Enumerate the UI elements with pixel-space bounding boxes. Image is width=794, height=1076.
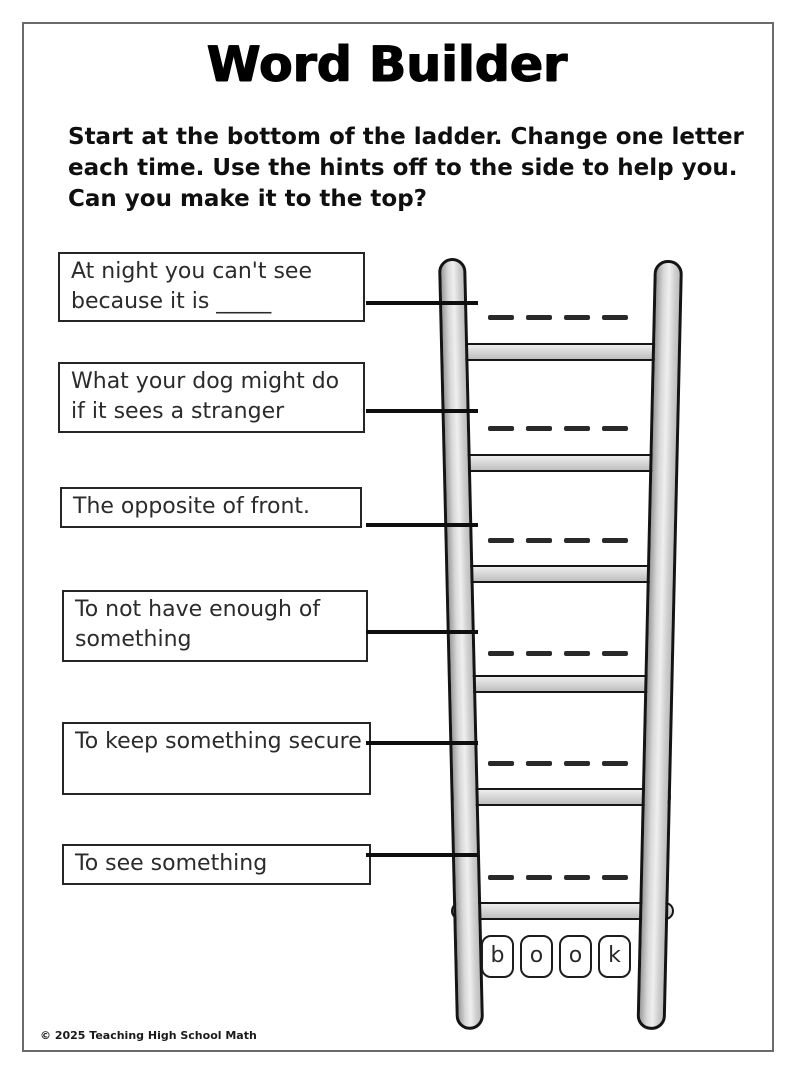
answer-dash [564,426,590,431]
answer-dash [488,761,514,766]
hint-text: To keep something secure [75,729,362,754]
answer-dash [564,875,590,880]
answer-dash [602,875,628,880]
answer-dash [602,538,628,543]
answer-dash [488,875,514,880]
letter-tile: o [520,935,553,978]
hint-box-4: To not have enough of something [62,590,368,662]
hint-box-2: What your dog might do if it sees a stra… [58,362,365,433]
start-word-tiles: b o o k [481,935,631,978]
answer-dash [526,538,552,543]
answer-dash [602,426,628,431]
ladder-rung [456,565,666,583]
answer-slot-5[interactable] [488,761,628,766]
hint-box-3: The opposite of front. [60,487,362,528]
answer-slot-2[interactable] [488,426,628,431]
hint-connector-line [366,523,478,527]
instructions-line: each time. Use the hints off to the side… [68,155,738,181]
answer-dash [488,651,514,656]
hint-connector-line [366,630,478,634]
answer-dash [488,426,514,431]
hint-text: The opposite of front. [73,494,311,519]
hint-connector-line [366,741,478,745]
answer-dash [526,315,552,320]
hint-text: To not have enough of something [75,597,321,652]
hint-box-1: At night you can't see because it is ___… [58,252,365,322]
hint-connector-line [366,301,478,305]
answer-dash [526,761,552,766]
hint-box-5: To keep something secure [62,722,371,795]
answer-dash [526,426,552,431]
ladder-rung [453,788,671,806]
hint-box-6: To see something [62,844,371,885]
hint-text: To see something [75,851,268,876]
answer-dash [488,315,514,320]
ladder-rung [451,902,674,920]
answer-dash [564,315,590,320]
hint-connector-line [366,853,478,857]
answer-dash [526,651,552,656]
answer-dash [564,538,590,543]
answer-dash [602,315,628,320]
hint-connector-line [366,409,478,413]
letter-tile: b [481,935,514,978]
instructions-line: Start at the bottom of the ladder. Chang… [68,124,744,150]
answer-slot-4[interactable] [488,651,628,656]
ladder-rung [459,343,661,361]
hint-text: At night you can't see because it is ___… [71,259,313,314]
answer-dash [602,651,628,656]
letter-tile: o [559,935,592,978]
answer-slot-3[interactable] [488,538,628,543]
answer-dash [488,538,514,543]
answer-dash [526,875,552,880]
answer-dash [564,761,590,766]
copyright-text: © 2025 Teaching High School Math [40,1029,257,1042]
page-title: Word Builder [206,36,568,93]
answer-slot-6[interactable] [488,875,628,880]
answer-slot-1[interactable] [488,315,628,320]
instructions-block: Start at the bottom of the ladder. Chang… [68,122,748,215]
instructions-line: Can you make it to the top? [68,186,427,212]
answer-dash [602,761,628,766]
answer-dash [564,651,590,656]
ladder-rung [457,454,663,472]
hint-text: What your dog might do if it sees a stra… [71,369,340,424]
ladder-rung [454,675,669,693]
letter-tile: k [598,935,631,978]
